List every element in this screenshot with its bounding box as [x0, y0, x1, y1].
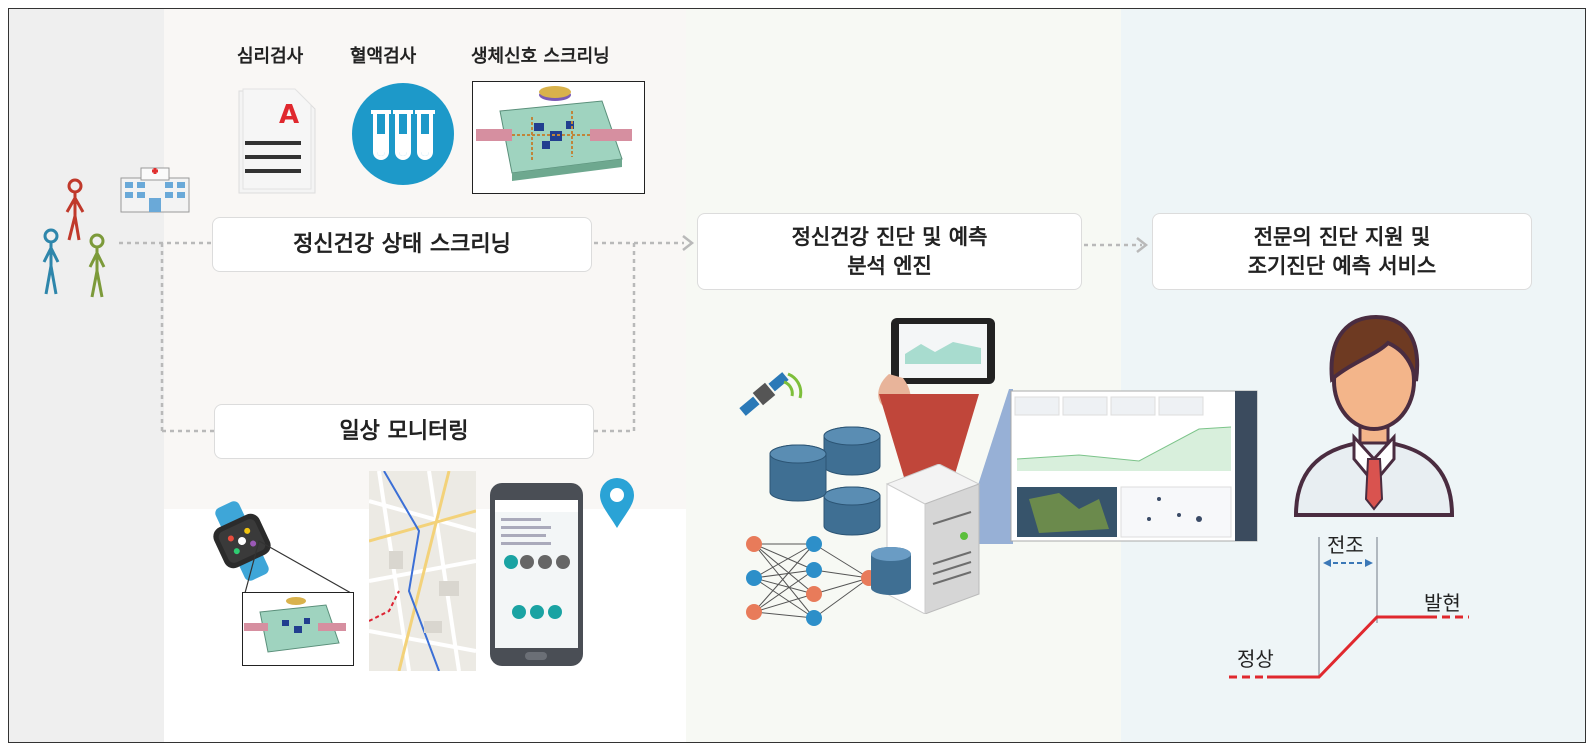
database-icon — [769, 426, 881, 536]
doctor-icon — [1293, 314, 1455, 517]
band-left — [9, 9, 164, 742]
watch-biosensor-chip-image — [242, 592, 354, 666]
location-pin-icon — [600, 478, 634, 528]
diagram-frame: 심리검사 혈액검사 생체신호 스크리닝 A — [8, 8, 1586, 743]
server-icon — [871, 464, 981, 614]
test-tubes-icon — [352, 83, 454, 185]
biosensor-chip-image — [472, 81, 645, 194]
label-normal: 정상 — [1237, 647, 1274, 671]
hospital-icon — [120, 167, 190, 213]
tablet-dashboard-icon — [878, 318, 995, 406]
label-onset: 발현 — [1424, 591, 1461, 615]
watch-callout-lines — [244, 540, 352, 594]
svg-text:A: A — [279, 100, 299, 130]
smartwatch-icon — [213, 501, 271, 581]
label-blood-test: 혈액검사 — [350, 46, 417, 67]
box-screening-label: 정신건강 상태 스크리닝 — [293, 231, 511, 257]
box-screening: 정신건강 상태 스크리닝 — [212, 217, 592, 272]
box-analysis-engine: 정신건강 진단 및 예측 분석 엔진 — [697, 213, 1082, 290]
connector-lines — [119, 235, 1149, 433]
box-engine-label: 정신건강 진단 및 예측 분석 엔진 — [791, 225, 988, 278]
neural-network-icon — [746, 536, 877, 626]
test-document-icon: A — [238, 88, 316, 194]
timeline-chart — [1229, 537, 1469, 679]
box-service-label: 전문의 진단 지원 및 조기진단 예측 서비스 — [1247, 225, 1437, 278]
box-daily-monitoring: 일상 모니터링 — [214, 404, 594, 459]
patients-icon — [42, 178, 106, 298]
label-prodrome: 전조 — [1327, 533, 1364, 557]
projection-beam — [879, 394, 979, 494]
satellite-icon — [739, 372, 803, 416]
smartphone-app-icon — [490, 483, 583, 666]
label-biosignal-screening: 생체신호 스크리닝 — [471, 46, 610, 67]
dashboard-screenshot — [959, 389, 1258, 544]
box-monitoring-label: 일상 모니터링 — [339, 418, 469, 444]
box-diagnosis-service: 전문의 진단 지원 및 조기진단 예측 서비스 — [1152, 213, 1532, 290]
label-psych-test: 심리검사 — [237, 46, 304, 67]
map-screenshot — [369, 471, 476, 671]
